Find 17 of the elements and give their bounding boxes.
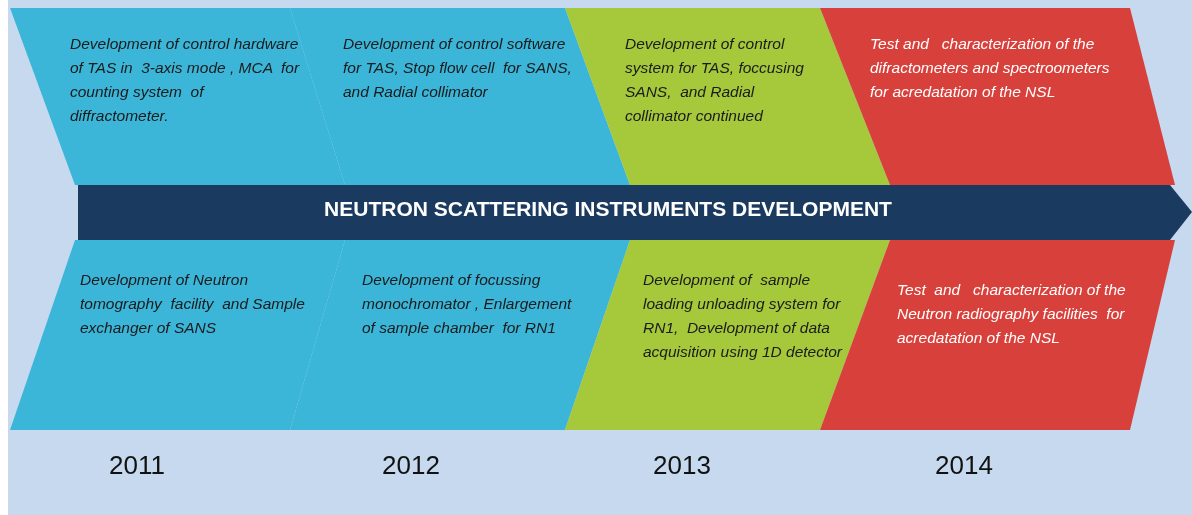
- band-title: NEUTRON SCATTERING INSTRUMENTS DEVELOPMENT: [323, 197, 893, 221]
- year-label: 2012: [382, 450, 440, 481]
- milestone-text: Test and characterization of the difractometers and spectroometers for acredatation of the NSL: [870, 34, 1110, 102]
- timeline-panel: [820, 8, 1175, 185]
- milestone-text: Development of control hardware of TAS in 3-axis mode , MCA for counting system of diffractometer.: [70, 34, 300, 126]
- timeline-arrow-band: [78, 185, 1192, 240]
- milestone-text: Development of focussing monochromator , Enlargement of sample chamber for RN1: [362, 270, 573, 338]
- timeline-panel: [10, 8, 345, 185]
- timeline-panel: [10, 240, 345, 430]
- milestone-text: Development of control system for TAS, foccusing SANS, and Radial collimator continued: [625, 34, 805, 126]
- year-label: 2011: [109, 450, 165, 481]
- year-label: 2013: [653, 450, 711, 481]
- milestone-text: Test and characterization of the Neutron radiography facilities for acredatation of the NSL: [897, 280, 1127, 348]
- milestone-text: Development of sample loading unloading system for RN1, Development of data acquisition using 1D detector: [643, 270, 844, 362]
- milestone-text: Development of control software for TAS, Stop flow cell for SANS, and Radial collimator: [343, 34, 573, 102]
- year-label: 2014: [935, 450, 993, 481]
- milestone-text: Development of Neutron tomography facility and Sample exchanger of SANS: [80, 270, 305, 338]
